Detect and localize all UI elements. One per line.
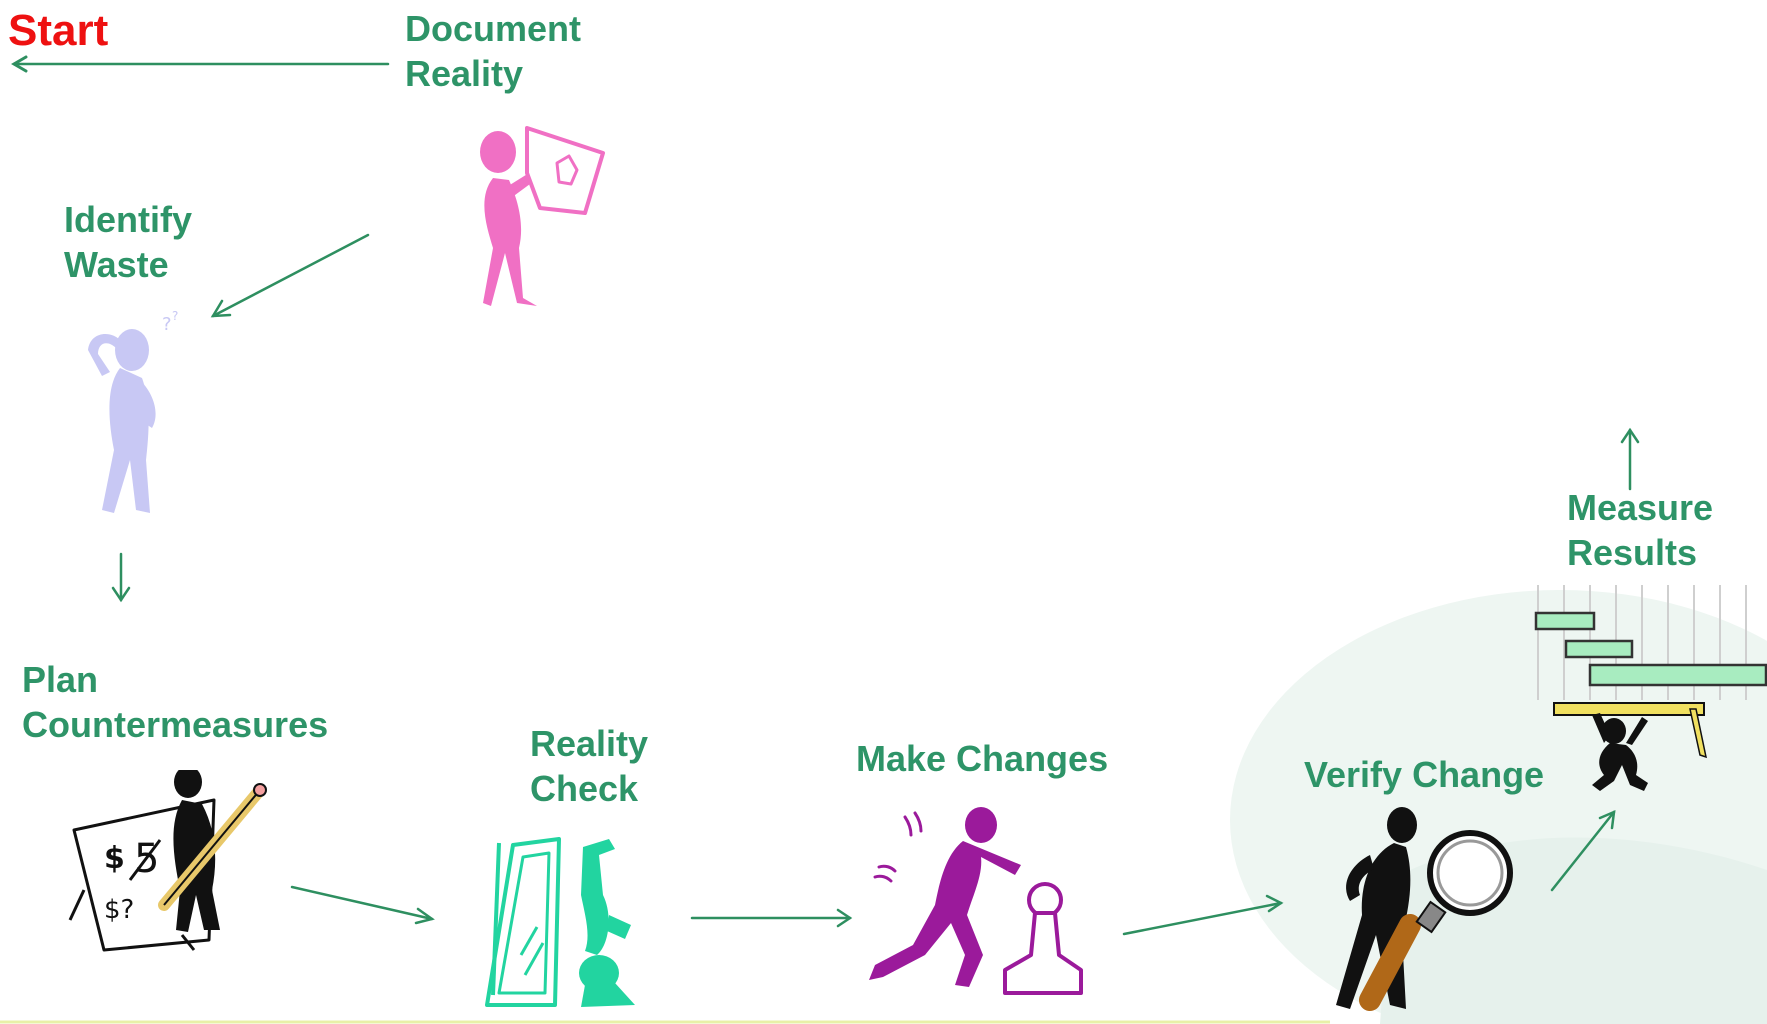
arrow-to-verify-change (1122, 894, 1284, 936)
identify-waste-label: Identify Waste (64, 197, 192, 287)
measure-results-line-1: Measure (1567, 487, 1714, 528)
verify-change-label: Verify Change (1304, 754, 1545, 795)
reality-check-line-1: Reality (530, 723, 649, 764)
identify-waste-line-2: Waste (64, 244, 169, 285)
person-lifting-gantt-chart-icon (1534, 585, 1767, 791)
person-holding-drawing-icon (480, 126, 605, 306)
document-reality-label: Document Reality (405, 6, 581, 96)
arrow-to-identify-waste (210, 233, 370, 318)
plan-countermeasures-label: Plan Countermeasures (22, 657, 328, 747)
person-pushing-chess-pawn-icon (869, 807, 1083, 995)
person-writing-on-easel-icon: $ 5 $? (68, 770, 267, 952)
document-reality-line-1: Document (405, 8, 582, 49)
identify-waste-line-1: Identify (64, 199, 193, 240)
arrow-up-from-measure-results (1620, 427, 1640, 491)
plan-countermeasures-line-1: Plan (22, 659, 99, 700)
make-changes-label: Make Changes (856, 738, 1109, 779)
svg-text:$?: $? (104, 895, 134, 925)
measure-results-label: Measure Results (1567, 485, 1713, 575)
svg-text:$: $ (104, 841, 125, 876)
svg-text:?: ? (162, 314, 172, 335)
measure-results-line-2: Results (1567, 532, 1698, 573)
arrow-to-start (11, 55, 390, 73)
document-reality-line-2: Reality (405, 53, 524, 94)
arrow-to-plan (111, 552, 131, 603)
person-with-magnifier-icon (1336, 807, 1513, 1011)
arrow-to-reality-check (290, 885, 435, 925)
plan-countermeasures-line-2: Countermeasures (22, 704, 329, 745)
start-label: Start (8, 6, 109, 55)
confused-person-icon: ? ? (88, 310, 178, 513)
arrow-to-make-changes (690, 908, 853, 928)
person-and-mirror-icon (485, 837, 635, 1007)
arrow-to-measure-results (1550, 809, 1616, 892)
reality-check-line-2: Check (530, 768, 639, 809)
reality-check-label: Reality Check (530, 721, 648, 811)
svg-text:?: ? (172, 310, 178, 323)
